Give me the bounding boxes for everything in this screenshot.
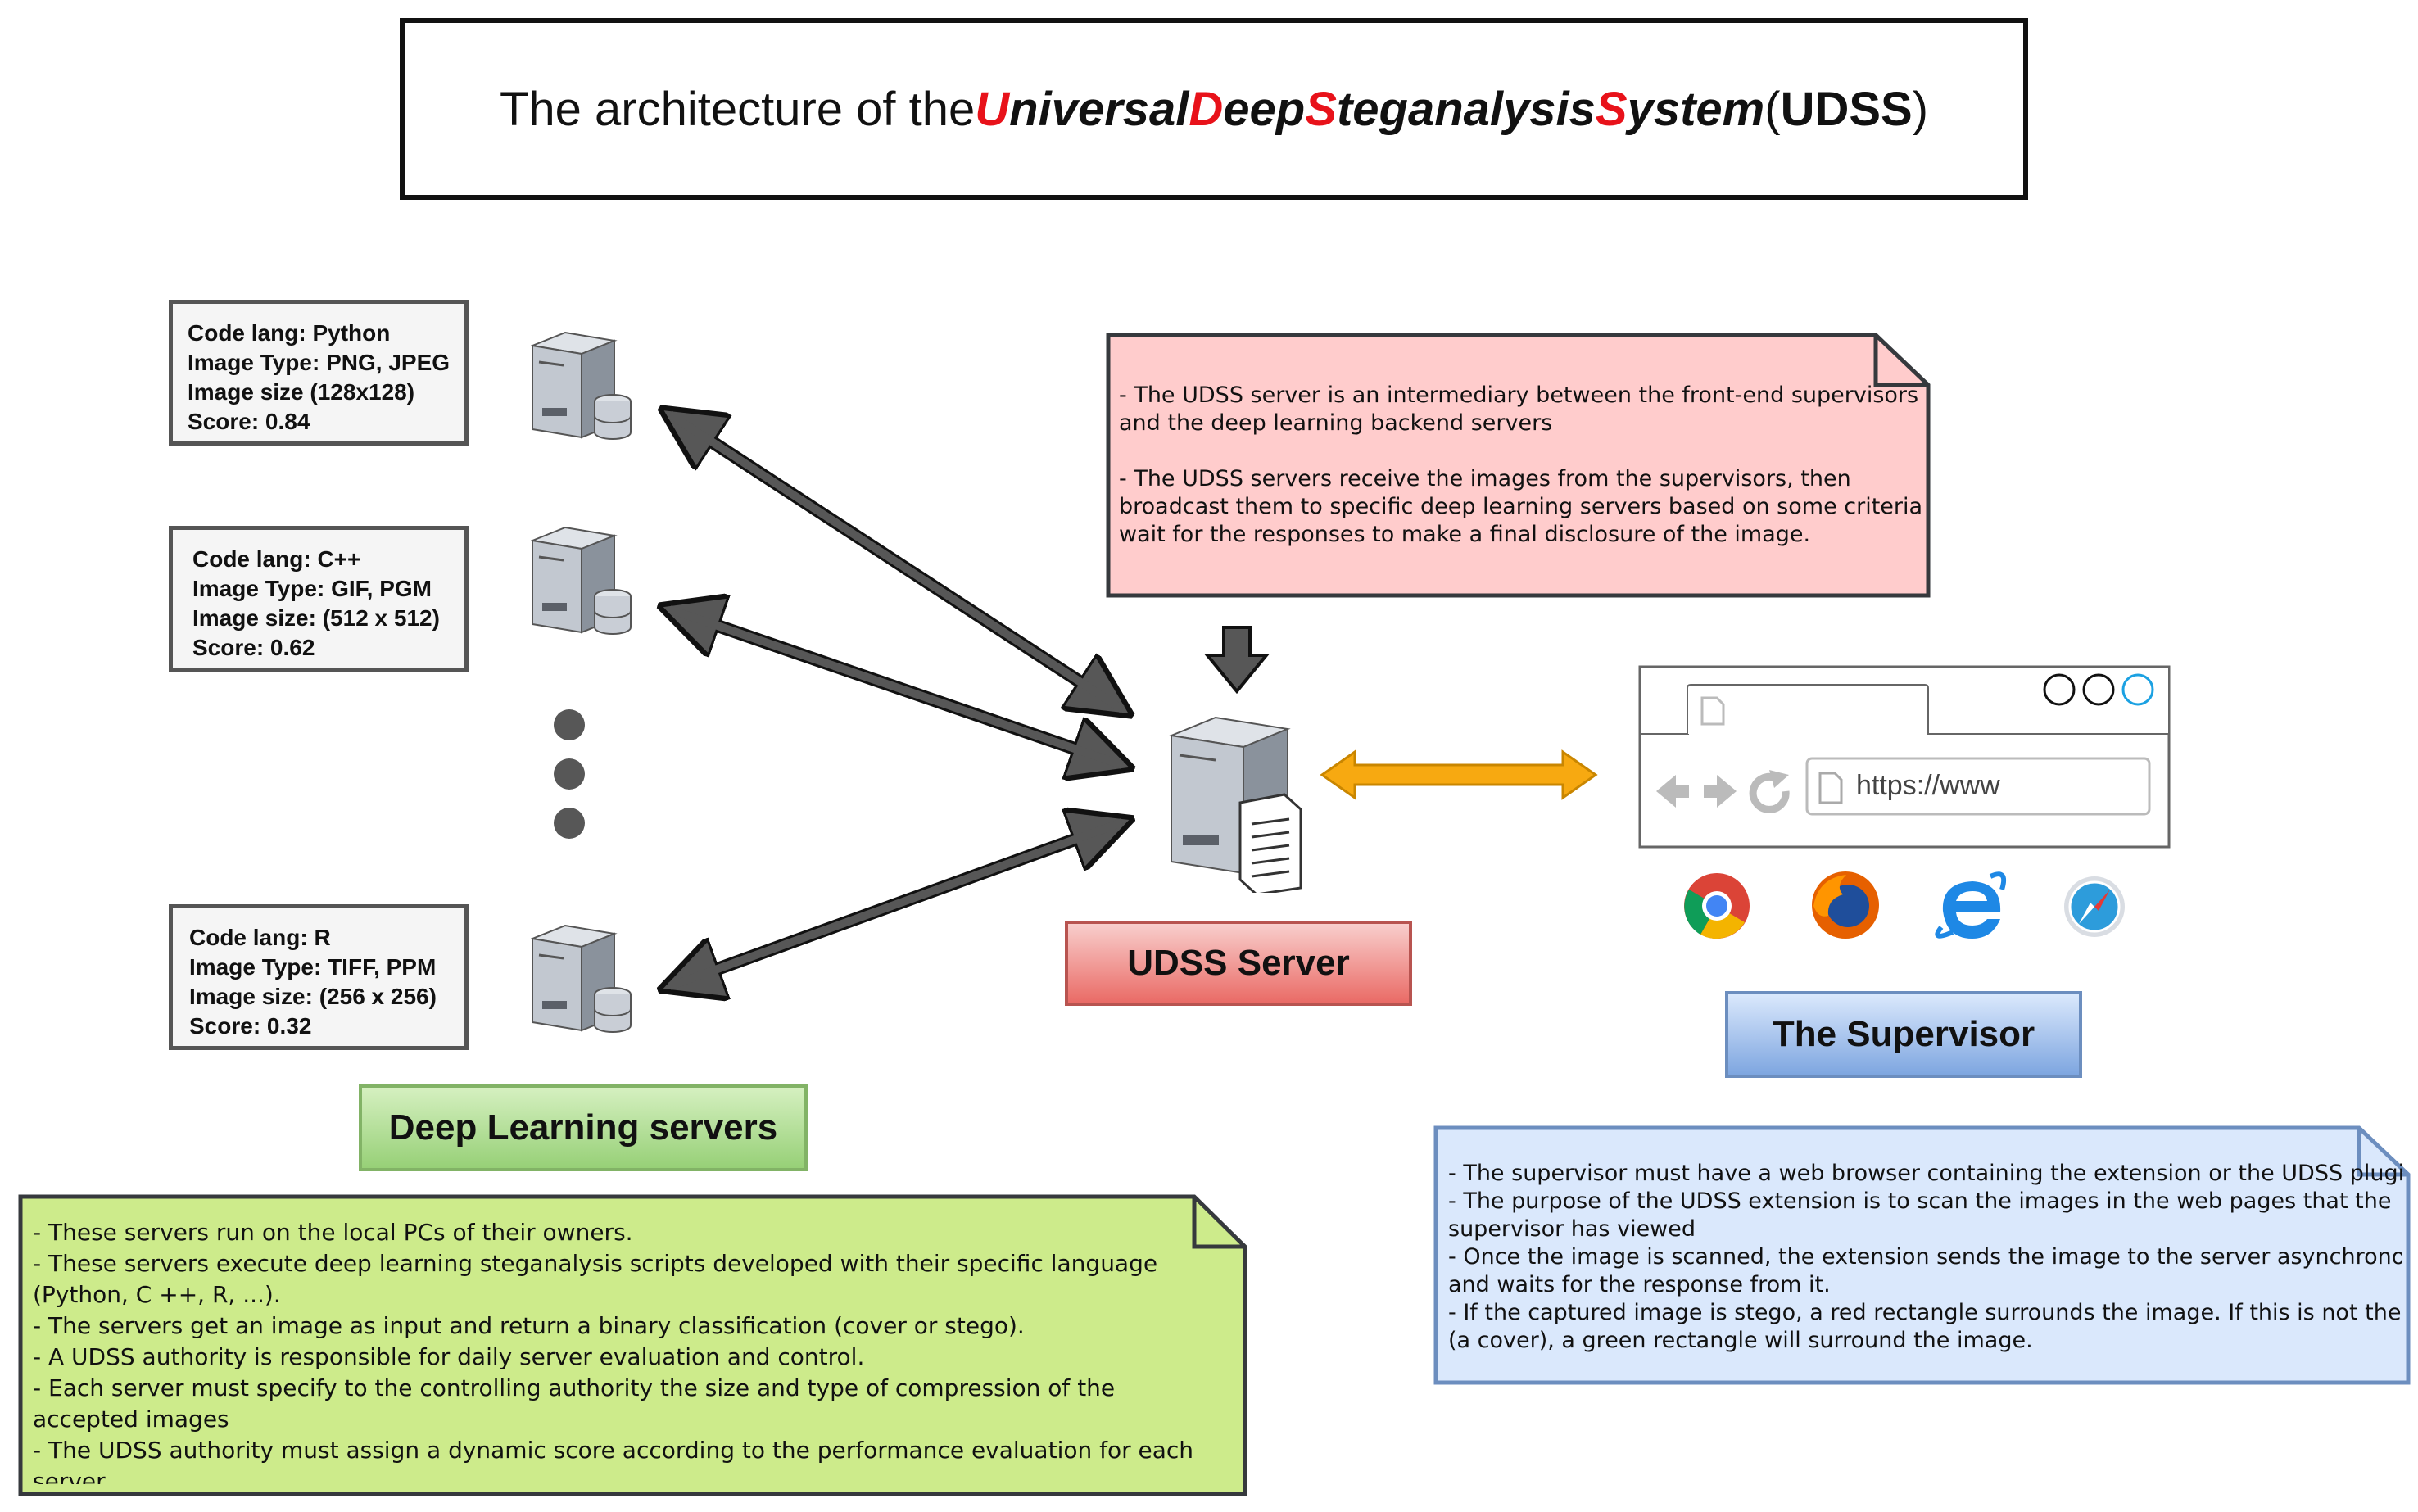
note-line: - These servers execute deep learning st… <box>33 1250 1158 1277</box>
note-line: - The UDSS server is an intermediary bet… <box>1119 383 1919 408</box>
title-eep: eep <box>1223 82 1306 136</box>
note-line: - The supervisor must have a web browser… <box>1448 1161 2402 1186</box>
internet-explorer-icon <box>1935 871 2007 939</box>
title-acronym: UDSS <box>1780 82 1913 136</box>
note-line: wait for the responses to make a final d… <box>1119 522 1811 547</box>
arrow-note-to-server <box>1203 626 1270 695</box>
forward-arrow-icon <box>1704 775 1737 808</box>
supervisor-label: The Supervisor <box>1725 991 2082 1078</box>
server-info-line: Image Type: PNG, JPEG <box>188 350 451 375</box>
supervisor-note: - The supervisor must have a web browser… <box>1448 1160 2402 1360</box>
title-ystem: ystem <box>1627 82 1765 136</box>
note-line: - Once the image is scanned, the extensi… <box>1448 1244 2402 1270</box>
note-line: - The purpose of the UDSS extension is t… <box>1448 1188 2392 1214</box>
server-database-icon <box>531 924 632 1033</box>
title-teganalysis: teganalysis <box>1336 82 1596 136</box>
server-info-cpp: Code lang: C++ Image Type: GIF, PGM Imag… <box>169 526 469 672</box>
more-servers-ellipsis <box>554 709 586 840</box>
deep-learning-note: - These servers run on the local PCs of … <box>33 1217 1212 1484</box>
server-database-icon <box>531 331 632 440</box>
note-line: - If the captured image is stego, a red … <box>1448 1300 2402 1325</box>
server-info-line: Score: 0.62 <box>192 635 315 660</box>
browser-url: https://www <box>1856 770 2000 801</box>
title-d-letter: D <box>1189 82 1224 136</box>
reload-icon <box>1749 772 1790 813</box>
title-paren-open: ( <box>1764 82 1781 136</box>
server-info-line: Code lang: R <box>189 925 331 950</box>
server-info-line: Score: 0.32 <box>189 1013 312 1039</box>
note-line: broadcast them to specific deep learning… <box>1119 494 1922 519</box>
deep-learning-note-shape <box>18 1194 1247 1496</box>
note-line: - The UDSS authority must assign a dynam… <box>33 1437 1194 1464</box>
title-prefix: The architecture of the <box>499 82 976 136</box>
server-info-line: Image size: (512 x 512) <box>192 605 440 631</box>
ellipsis-dot <box>554 758 585 790</box>
note-line: (Python, C ++, R, ...). <box>33 1281 281 1308</box>
window-button-icon <box>2043 673 2076 706</box>
note-line: - The UDSS servers receive the images fr… <box>1119 466 1851 491</box>
title-paren-close: ) <box>1912 82 1929 136</box>
note-line: - The servers get an image as input and … <box>33 1312 1025 1339</box>
server-info-r: Code lang: R Image Type: TIFF, PPM Image… <box>169 904 469 1050</box>
note-line: - Each server must specify to the contro… <box>33 1374 1116 1401</box>
title-s-letter: S <box>1305 82 1337 136</box>
safari-icon <box>2064 876 2125 937</box>
udss-server-label: UDSS Server <box>1065 921 1412 1006</box>
server-info-line: Code lang: Python <box>188 320 391 346</box>
arrow-r-server-fill <box>668 818 1124 990</box>
server-info-python: Code lang: Python Image Type: PNG, JPEG … <box>169 300 469 446</box>
note-line: and the deep learning backend servers <box>1119 410 1553 436</box>
title-s2-letter: S <box>1595 82 1628 136</box>
server-note: - The UDSS server is an intermediary bet… <box>1119 382 1922 578</box>
server-database-icon <box>531 526 632 635</box>
server-info-line: Image size: (256 x 256) <box>189 984 437 1009</box>
note-line: accepted images <box>33 1406 229 1433</box>
server-info-line: Image size (128x128) <box>188 379 415 405</box>
arrow-cpp-server-fill <box>668 605 1124 769</box>
firefox-icon <box>1812 871 1879 939</box>
title-niversal: niversal <box>1009 82 1189 136</box>
note-line: server. <box>33 1468 111 1484</box>
server-info-line: Image Type: TIFF, PPM <box>189 954 437 980</box>
note-line: - These servers run on the local PCs of … <box>33 1219 633 1246</box>
server-note-shape <box>1106 333 1931 598</box>
note-line: (a cover), a green rectangle will surrou… <box>1448 1328 2033 1353</box>
server-info-line: Image Type: GIF, PGM <box>192 576 432 601</box>
note-line: and waits for the response from it. <box>1448 1272 1831 1297</box>
note-line: supervisor has viewed <box>1448 1216 1696 1242</box>
browser-window <box>1638 665 2171 849</box>
title-u-letter: U <box>975 82 1010 136</box>
window-button-icon <box>2082 673 2115 706</box>
chrome-icon <box>1684 873 1750 939</box>
note-line <box>1119 437 1922 465</box>
server-document-icon <box>1168 716 1302 893</box>
ellipsis-dot <box>554 709 585 740</box>
ellipsis-dot <box>554 808 585 839</box>
server-info-line: Code lang: C++ <box>192 546 361 572</box>
window-button-icon <box>2121 673 2154 706</box>
back-arrow-icon <box>1656 775 1689 808</box>
server-info-line: Score: 0.84 <box>188 409 310 434</box>
deep-learning-servers-label: Deep Learning servers <box>359 1084 808 1171</box>
arrow-server-supervisor <box>1320 749 1598 800</box>
supervisor-note-shape <box>1433 1125 2411 1385</box>
note-line: - A UDSS authority is responsible for da… <box>33 1343 865 1370</box>
arrow-python-server-fill <box>668 410 1125 713</box>
